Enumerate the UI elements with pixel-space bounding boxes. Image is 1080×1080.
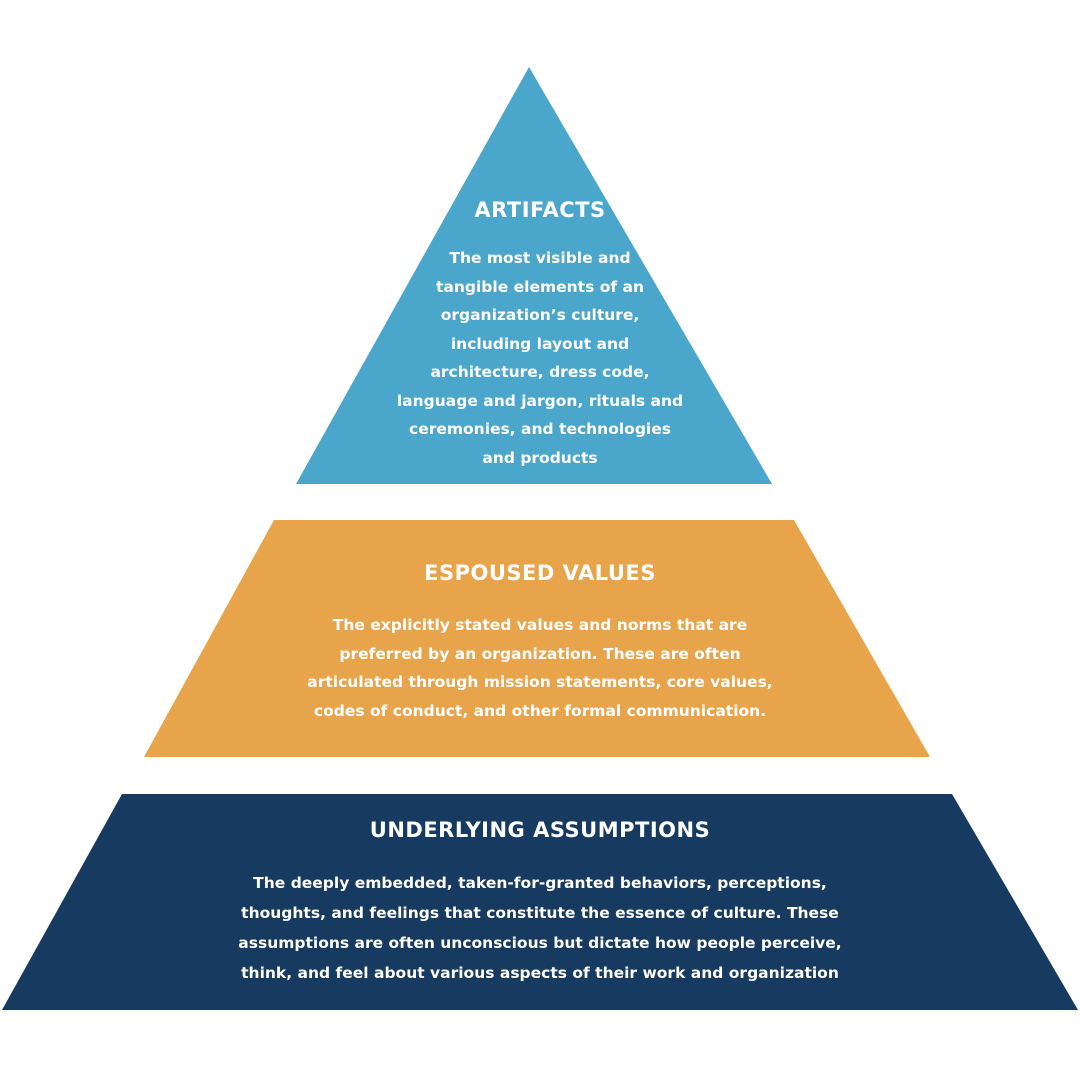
- espoused-values-description-line: articulated through mission statements, …: [307, 673, 773, 691]
- underlying-assumptions-layer: UNDERLYING ASSUMPTIONS The deeply embedd…: [140, 818, 940, 988]
- underlying-assumptions-title: UNDERLYING ASSUMPTIONS: [369, 818, 711, 842]
- artifacts-triangle: [296, 67, 772, 484]
- artifacts-description-line: The most visible and: [449, 249, 631, 267]
- espoused-values-layer: ESPOUSED VALUES The explicitly stated va…: [250, 561, 830, 725]
- underlying-assumptions-description-line: assumptions are often unconscious but di…: [238, 934, 842, 952]
- artifacts-description-line: ceremonies, and technologies: [409, 420, 671, 438]
- artifacts-layer: ARTIFACTS The most visible and tangible …: [380, 198, 700, 472]
- espoused-values-description-line: preferred by an organization. These are …: [339, 644, 741, 663]
- espoused-values-title: ESPOUSED VALUES: [424, 561, 656, 585]
- artifacts-description: The most visible and tangible elements o…: [380, 244, 700, 472]
- underlying-assumptions-description-line: The deeply embedded, taken-for-granted b…: [253, 874, 827, 892]
- espoused-values-description-line: codes of conduct, and other formal commu…: [313, 701, 767, 720]
- artifacts-description-line: and products: [482, 448, 598, 467]
- artifacts-description-line: organization’s culture,: [440, 306, 640, 324]
- espoused-values-description: The explicitly stated values and norms t…: [250, 611, 830, 725]
- artifacts-description-line: architecture, dress code,: [430, 363, 650, 381]
- espoused-values-trapezoid: [144, 520, 930, 757]
- underlying-assumptions-description-line: thoughts, and feelings that constitute t…: [241, 904, 839, 922]
- underlying-assumptions-description-line: think, and feel about various aspects of…: [241, 964, 839, 982]
- artifacts-description-line: language and jargon, rituals and: [396, 391, 684, 410]
- artifacts-description-line: tangible elements of an: [436, 277, 644, 296]
- underlying-assumptions-trapezoid: [2, 794, 1078, 1010]
- underlying-assumptions-description: The deeply embedded, taken-for-granted b…: [140, 868, 940, 988]
- artifacts-title: ARTIFACTS: [474, 198, 606, 222]
- espoused-values-description-line: The explicitly stated values and norms t…: [332, 616, 748, 634]
- artifacts-description-line: including layout and: [450, 334, 630, 353]
